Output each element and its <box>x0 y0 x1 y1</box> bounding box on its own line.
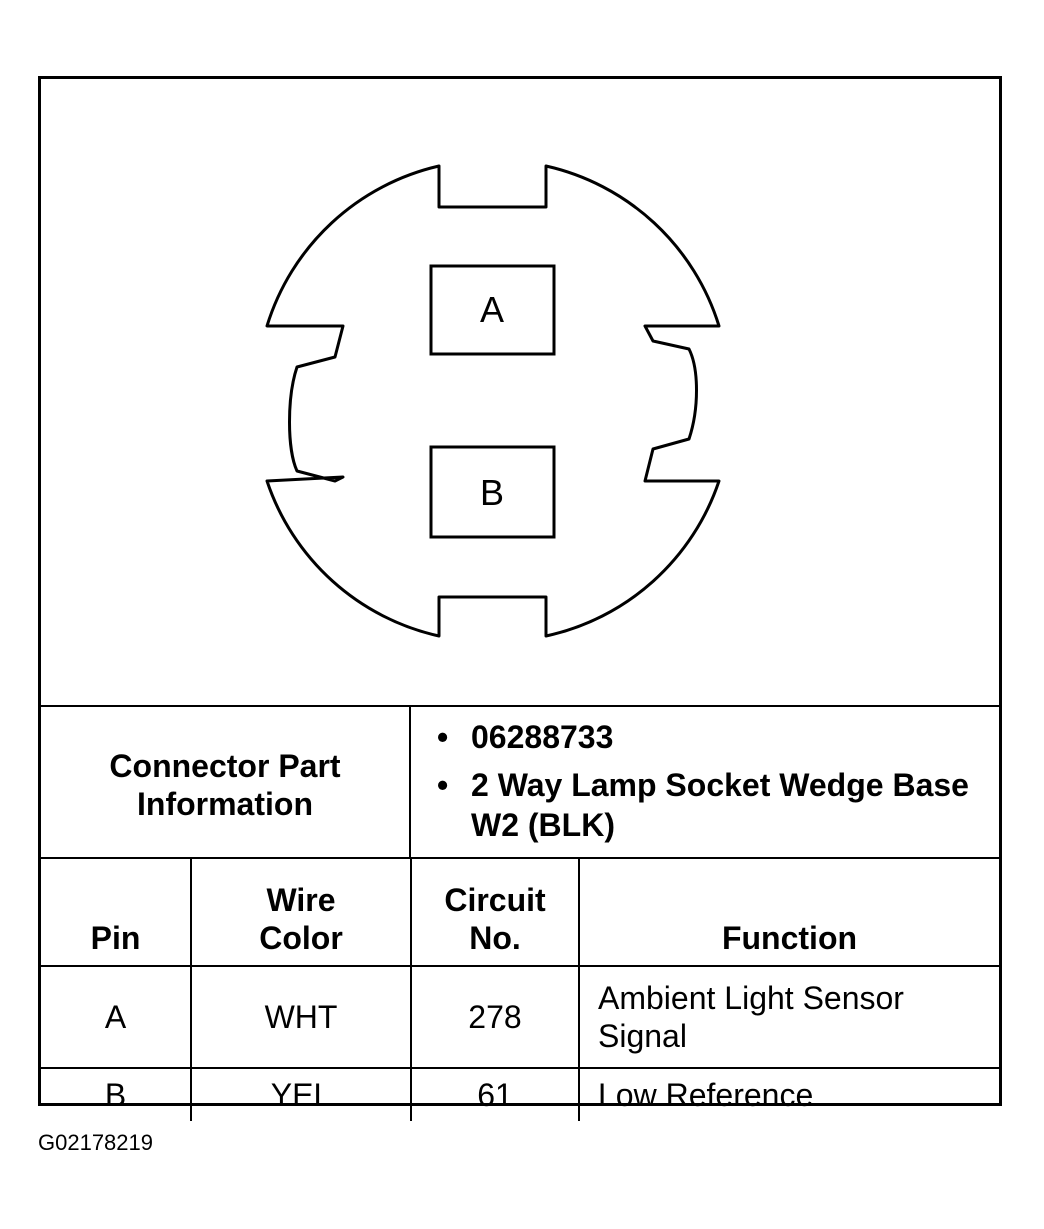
connector-housing-outline <box>265 164 721 638</box>
cell-wire-color: YEL <box>190 1067 412 1121</box>
header-wire-color: Wire Color <box>190 859 412 967</box>
header-function: Function <box>578 859 999 967</box>
connector-face-drawing: A B <box>265 164 721 638</box>
header-pin: Pin <box>41 859 192 967</box>
pin-table-header: Pin Wire Color Circuit No. Function <box>41 859 999 967</box>
part-description: 2 Way Lamp Socket Wedge Base W2 (BLK) <box>437 765 979 845</box>
cell-function: Ambient Light Sensor Signal <box>578 965 999 1069</box>
pin-table: Pin Wire Color Circuit No. Function A WH… <box>41 859 999 1121</box>
cell-pin: B <box>41 1067 192 1121</box>
cell-circuit: 278 <box>410 965 580 1069</box>
connector-diagram: A B <box>41 79 999 707</box>
connector-part-info-values: 06288733 2 Way Lamp Socket Wedge Base W2… <box>411 707 999 857</box>
header-circuit-no: Circuit No. <box>410 859 580 967</box>
pin-b-cavity <box>429 445 556 539</box>
cell-function: Low Reference <box>578 1067 999 1121</box>
pin-a-cavity <box>429 264 556 356</box>
cell-pin: A <box>41 965 192 1069</box>
cell-circuit: 61 <box>410 1067 580 1121</box>
connector-frame: A B Connector Part Information 06288733 … <box>38 76 1002 1121</box>
cell-wire-color: WHT <box>190 965 412 1069</box>
pin-b-label: B <box>480 472 504 513</box>
connector-part-info-label: Connector Part Information <box>41 707 411 857</box>
table-row: A WHT 278 Ambient Light Sensor Signal <box>41 965 999 1069</box>
pin-a-label: A <box>480 289 504 330</box>
connector-part-info-row: Connector Part Information 06288733 2 Wa… <box>41 705 999 859</box>
table-row: B YEL 61 Low Reference <box>41 1067 999 1121</box>
part-number: 06288733 <box>437 717 979 757</box>
figure-id: G02178219 <box>38 1130 153 1155</box>
